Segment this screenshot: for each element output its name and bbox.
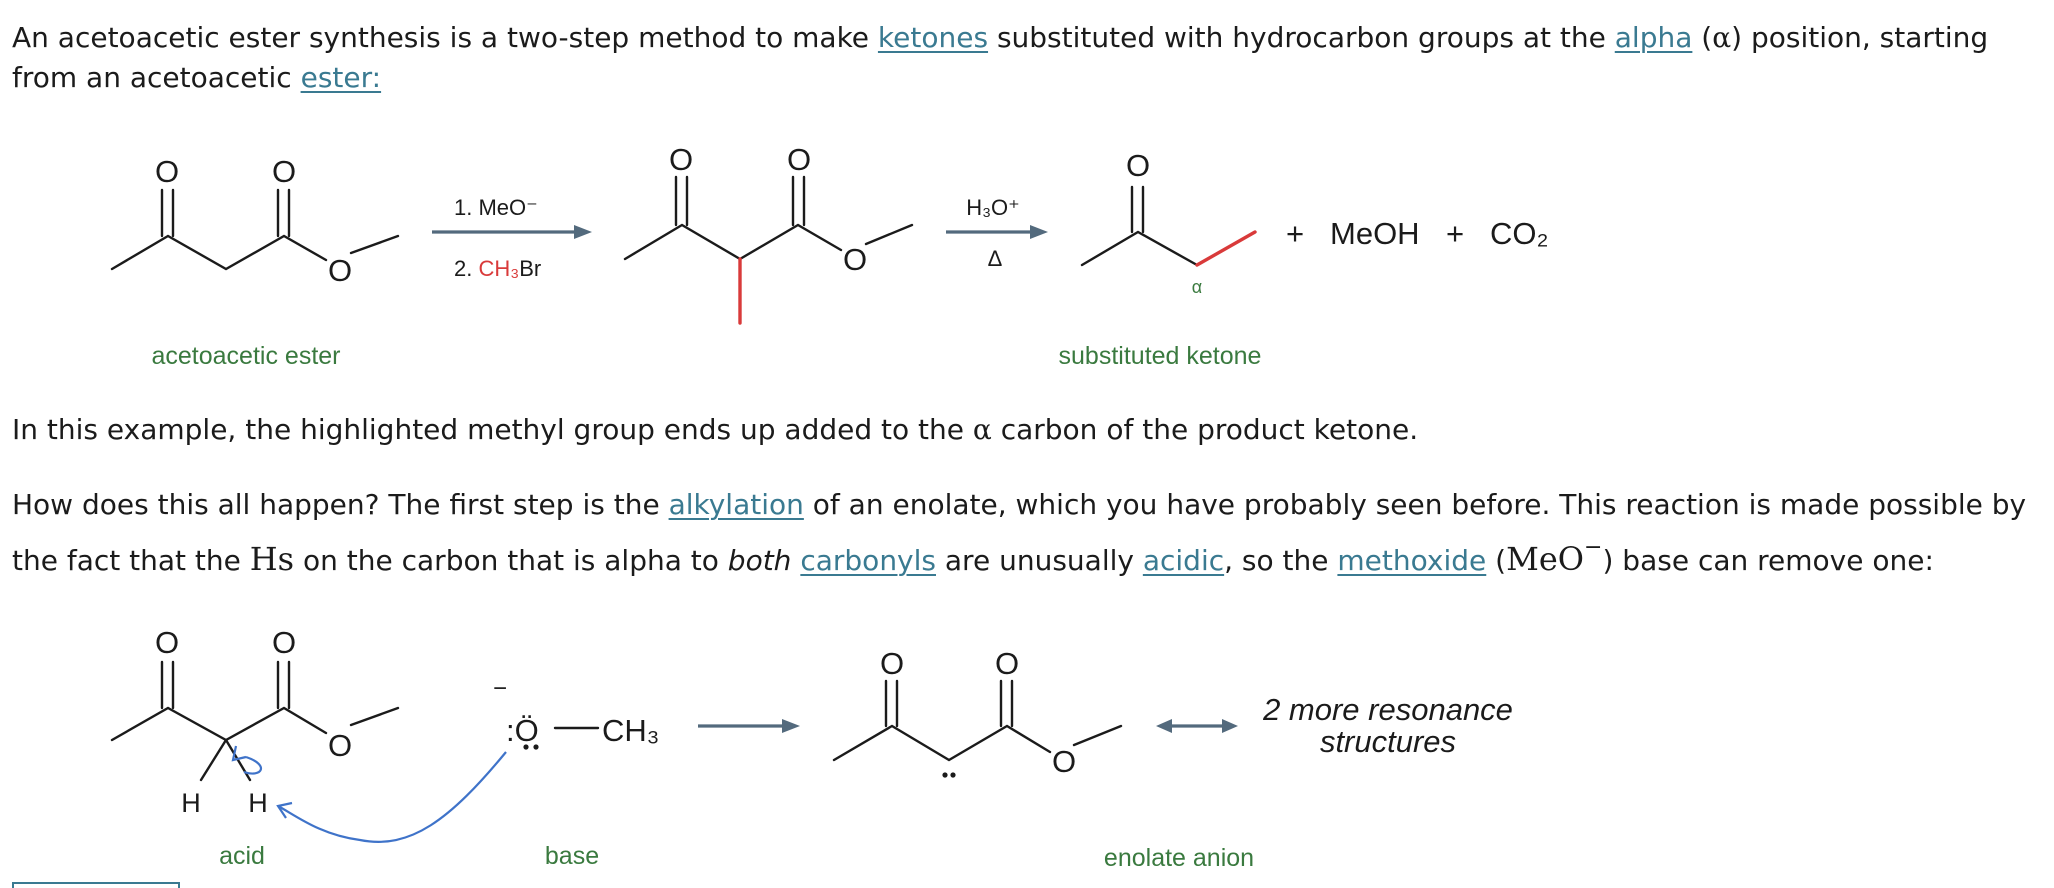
added-methyl-bond xyxy=(1195,230,1257,267)
label-substituted-ketone: substituted ketone xyxy=(1059,342,1262,370)
curved-arrow-small xyxy=(243,755,262,775)
text: ( xyxy=(1692,21,1713,54)
oxygen-atom: O xyxy=(1126,148,1150,183)
charge-sign: − xyxy=(1584,535,1603,560)
lone-pair xyxy=(942,772,948,778)
acid-structure: O O O H H xyxy=(110,625,400,818)
text: ( xyxy=(1486,544,1507,577)
methoxide-formula: MeO xyxy=(1506,540,1585,578)
link-alkylation[interactable]: alkylation xyxy=(668,488,804,521)
methylated-intermediate-structure: O O O xyxy=(623,142,914,325)
text xyxy=(791,544,800,577)
label-acid: acid xyxy=(219,842,265,870)
reagent-step-2: 2. CH₃Br xyxy=(454,256,541,281)
oxygen-atom: O xyxy=(272,625,296,660)
bottom-tab-edge xyxy=(12,882,180,888)
label-base: base xyxy=(545,842,599,870)
example-paragraph: In this example, the highlighted methyl … xyxy=(12,410,2042,450)
substituted-ketone-structure: O α xyxy=(1080,148,1257,297)
link-acidic[interactable]: acidic xyxy=(1142,544,1225,577)
text: , so the xyxy=(1224,544,1338,577)
methanol-product: MeOH xyxy=(1330,216,1420,251)
carbon-dioxide-product: CO₂ xyxy=(1490,216,1549,251)
link-alpha[interactable]: alpha xyxy=(1614,21,1693,54)
acetoacetic-ester-structure: O O O xyxy=(110,154,400,288)
hs-symbol: Hs xyxy=(249,540,295,578)
label-enolate-anion: enolate anion xyxy=(1104,844,1254,872)
text: substituted with hydrocarbon groups at t… xyxy=(988,21,1615,54)
text: ) base can remove one: xyxy=(1602,544,1934,577)
plus-sign: + xyxy=(1446,216,1464,251)
oxygen-atom: O xyxy=(1052,744,1076,779)
text: An acetoacetic ester synthesis is a two-… xyxy=(12,21,878,54)
oxygen-atom: O xyxy=(272,154,296,189)
alpha-label: α xyxy=(1192,277,1202,297)
reagent-acid: H₃O⁺ xyxy=(966,195,1020,220)
oxygen-atom: O xyxy=(787,142,811,177)
text: carbon of the product ketone. xyxy=(991,413,1419,446)
oxygen-atom: O xyxy=(880,646,904,681)
reaction-scheme-2: O O O H H − :Ö CH₃ O O O 2 more resonanc… xyxy=(110,625,1513,872)
reaction-scheme-1: O O O 1. MeO⁻ 2. CH₃Br O O O H₃O⁺ Δ O α … xyxy=(110,142,1549,370)
oxygen-atom: O xyxy=(995,646,1019,681)
text: In this example, the highlighted methyl … xyxy=(12,413,973,446)
oxygen-atom: O xyxy=(669,142,693,177)
resonance-note-line-2: structures xyxy=(1320,724,1456,759)
hydrogen-atom: H xyxy=(181,788,201,818)
oxygen-with-lone-pairs: :Ö xyxy=(506,713,539,748)
oxygen-atom: O xyxy=(155,154,179,189)
plus-sign: + xyxy=(1286,216,1304,251)
text: of an enolate, which you have probably s… xyxy=(12,488,2027,577)
intro-paragraph: An acetoacetic ester synthesis is a two-… xyxy=(12,18,2042,98)
text: on the carbon that is alpha to xyxy=(294,544,728,577)
link-ester[interactable]: ester: xyxy=(300,61,382,94)
text: How does this all happen? The first step… xyxy=(12,488,669,521)
hydrogen-atom: H xyxy=(248,788,268,818)
resonance-note-line-1: 2 more resonance xyxy=(1262,692,1513,727)
link-methoxide[interactable]: methoxide xyxy=(1337,544,1487,577)
text: are unusually xyxy=(936,544,1143,577)
oxygen-atom: O xyxy=(843,242,867,277)
methyl-group: CH₃ xyxy=(602,713,659,748)
reagent-step-1: 1. MeO⁻ xyxy=(454,195,538,220)
reagent-heat: Δ xyxy=(988,246,1003,271)
alpha-symbol: α xyxy=(1712,21,1732,54)
oxygen-atom: O xyxy=(155,625,179,660)
negative-charge: − xyxy=(493,675,507,702)
curved-arrow-large xyxy=(277,751,507,843)
methoxide-base: − :Ö CH₃ xyxy=(493,675,659,750)
link-carbonyls[interactable]: carbonyls xyxy=(800,544,936,577)
oxygen-atom: O xyxy=(328,253,352,288)
mechanism-paragraph: How does this all happen? The first step… xyxy=(12,478,2042,591)
link-ketones[interactable]: ketones xyxy=(877,21,989,54)
oxygen-atom: O xyxy=(328,728,352,763)
text: ) position, starting from an acetoacetic xyxy=(12,21,1989,94)
emphasis-both: both xyxy=(727,544,792,577)
enolate-anion-structure: O O O xyxy=(832,646,1123,779)
label-acetoacetic-ester: acetoacetic ester xyxy=(152,342,341,370)
alpha-symbol: α xyxy=(972,413,992,446)
